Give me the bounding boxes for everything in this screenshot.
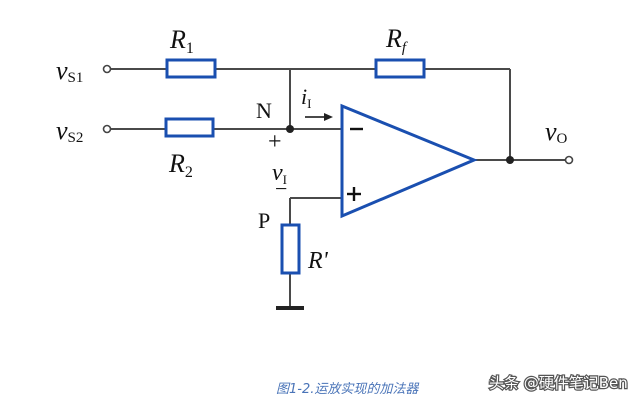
wires [110,68,566,306]
resistor-r1 [165,58,217,79]
junction-node-n [286,125,294,133]
op-amp-triangle [340,103,478,219]
label-r1: R1 [169,25,194,57]
terminal-vo [564,155,574,165]
resistor-rf [374,58,426,79]
junction-node-output [506,156,514,164]
label-vs2: vS2 [56,116,83,146]
label-vi-minus: − [275,176,287,201]
watermark-text: 头条 @硬件笔记Ben [489,374,628,392]
label-ii: iI [301,84,311,111]
label-vs1: vS1 [56,56,83,86]
current-arrow-head [324,113,333,121]
terminal-vs2 [102,124,112,134]
label-rp: R' [307,248,329,274]
label-vi-plus: + [268,129,282,155]
figure-caption: 图1-2.运放实现的加法器 [276,381,419,397]
terminal-vs1 [102,64,112,74]
label-node-n: N [256,98,272,123]
resistor-rp [280,223,301,275]
label-node-p: P [258,208,270,233]
label-rf: Rf [385,24,408,56]
label-vi: vI [272,160,287,187]
resistor-r2 [164,117,215,138]
label-r2: R2 [168,149,193,181]
label-vo: vO [545,117,568,147]
